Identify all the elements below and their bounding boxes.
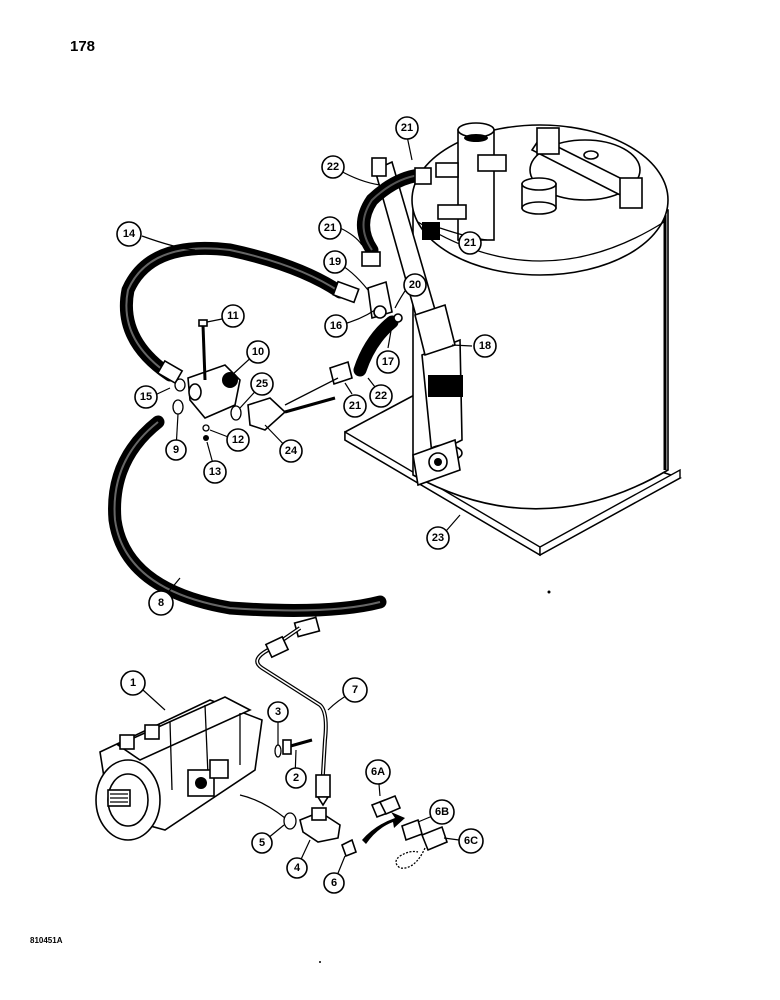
callout-17: 17 [376,350,400,374]
return-tube [435,122,507,241]
hose-22-lower [353,315,399,377]
dust-cap-6c [395,825,448,869]
svg-text:7: 7 [352,684,358,696]
callout-7: 7 [342,677,368,703]
callout-16: 16 [324,314,348,338]
svg-text:5: 5 [259,837,265,849]
callout-11: 11 [221,304,245,328]
callout-18: 18 [473,334,497,358]
svg-text:11: 11 [227,310,239,322]
svg-text:22: 22 [327,161,339,173]
connection-arrow [362,812,405,844]
o-ring-15 [174,378,186,392]
svg-text:6C: 6C [464,835,478,847]
callout-6c: 6C [458,828,484,854]
callout-19: 19 [323,250,347,274]
callout-21-lower: 21 [343,394,367,418]
svg-text:10: 10 [252,346,264,358]
callout-20: 20 [403,273,427,297]
svg-text:3: 3 [275,706,281,718]
callout-4: 4 [286,857,308,879]
callout-21-top: 21 [395,116,419,140]
svg-text:18: 18 [479,340,491,352]
callout-6a: 6A [365,759,391,785]
callout-12: 12 [226,428,250,452]
plug-6 [341,838,357,858]
callout-3: 3 [267,701,289,723]
callout-15: 15 [134,385,158,409]
svg-text:6B: 6B [435,806,449,818]
callout-22-top: 22 [321,155,345,179]
tube-7 [255,626,328,791]
callout-8: 8 [148,590,174,616]
callout-2: 2 [285,767,307,789]
svg-text:17: 17 [382,356,394,368]
callout-21-left: 21 [318,216,342,240]
callout-6b: 6B [429,799,455,825]
suction-strainer [421,338,463,462]
breather [521,177,557,215]
svg-text:22: 22 [375,390,387,402]
callout-25: 25 [250,372,274,396]
svg-text:21: 21 [464,237,476,249]
callout-6: 6 [323,872,345,894]
svg-text:13: 13 [209,466,221,478]
callout-1: 1 [120,670,146,696]
callout-23: 23 [426,526,450,550]
svg-text:16: 16 [330,320,342,332]
svg-text:23: 23 [432,532,444,544]
callout-22-lower: 22 [369,384,393,408]
reservoir-tank-body [412,209,669,510]
hydraulic-pump [95,696,263,841]
callout-9: 9 [165,439,187,461]
svg-text:6A: 6A [371,766,385,778]
page-number: 178 [70,38,96,55]
filler-cap [529,127,643,209]
svg-text:15: 15 [140,391,152,403]
svg-text:8: 8 [158,597,164,609]
svg-text:21: 21 [349,400,361,412]
o-ring-12 [202,424,210,432]
callout-24: 24 [279,439,303,463]
svg-text:2: 2 [293,772,299,784]
o-ring-25 [230,405,242,421]
svg-text:25: 25 [256,378,268,390]
coupler-6b [401,818,423,842]
tee-block [187,364,241,419]
callout-14: 14 [116,221,142,247]
svg-text:12: 12 [232,434,244,446]
svg-text:20: 20 [409,279,421,291]
tee-fitting-4 [299,807,341,843]
svg-text:1: 1 [130,677,136,689]
callout-5: 5 [251,832,273,854]
svg-text:21: 21 [324,222,336,234]
svg-text:9: 9 [173,444,179,456]
svg-text:21: 21 [401,122,413,134]
suction-port-flange [412,438,461,487]
plug-13 [203,435,209,441]
svg-text:4: 4 [294,862,301,874]
callout-10: 10 [246,340,270,364]
o-ring-5 [283,812,297,830]
adapter-6a [370,794,402,819]
callout-13: 13 [203,460,227,484]
svg-text:14: 14 [123,228,136,240]
svg-text:19: 19 [329,256,341,268]
o-ring-9 [172,399,184,415]
callout-21-right: 21 [458,231,482,255]
svg-text:24: 24 [285,445,298,457]
svg-text:6: 6 [331,877,337,889]
elbow-fitting-24 [247,396,336,431]
figure-code: 810451A [30,936,63,945]
